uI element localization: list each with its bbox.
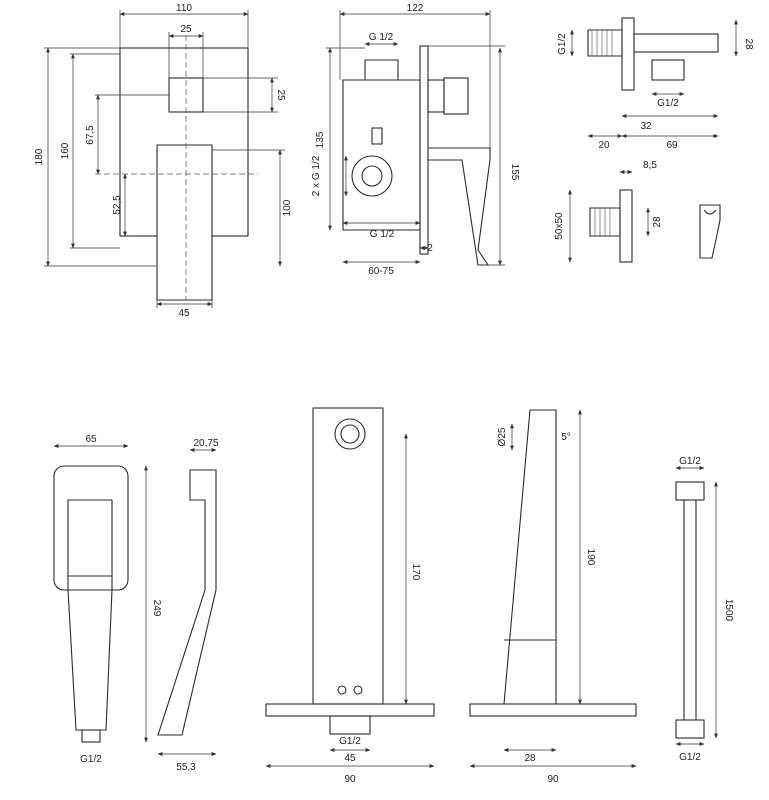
- label-135: 135: [315, 131, 326, 148]
- label-52-5: 52,5: [112, 195, 123, 215]
- label-160: 160: [60, 142, 71, 159]
- label-28-holder: 28: [652, 216, 663, 228]
- label-190: 190: [585, 549, 596, 566]
- label-20-75: 20,75: [193, 438, 218, 449]
- mixer-side-view: 122 G 1/2 135 2 x G 1/2 G 1/2 2 60-75 15…: [311, 3, 520, 277]
- label-65: 65: [85, 434, 97, 445]
- label-25-top: 25: [180, 24, 192, 35]
- label-1500: 1500: [723, 599, 734, 622]
- label-g12-arm: G1/2: [339, 736, 361, 747]
- label-69: 69: [666, 140, 678, 151]
- label-90-front: 90: [344, 774, 356, 785]
- lever-handle: [156, 144, 213, 301]
- label-g12-top: G 1/2: [369, 32, 394, 43]
- label-2xg12: 2 x G 1/2: [311, 155, 322, 196]
- lever-side: [427, 147, 491, 266]
- shower-arm-front: 170 G1/2 45 90: [265, 407, 435, 785]
- hose-nut-top: [675, 481, 705, 501]
- label-g12-bottom: G 1/2: [370, 229, 395, 240]
- diverter-knob-side: [443, 77, 469, 115]
- label-90-side: 90: [547, 774, 559, 785]
- label-67-5: 67,5: [85, 125, 96, 145]
- label-5deg: 5°: [561, 432, 571, 443]
- label-100: 100: [282, 199, 293, 216]
- wall-elbow-view: G1/2 28 G1/2 32 20 69: [557, 17, 754, 151]
- label-28-arm: 28: [524, 753, 536, 764]
- label-60-75: 60-75: [368, 266, 394, 277]
- label-28-elbow: 28: [743, 38, 754, 50]
- hand-shower-front: 65 249 G1/2: [53, 434, 162, 765]
- arm-side-profile: [503, 409, 557, 705]
- label-d25: Ø25: [497, 427, 508, 446]
- outlet-port: [351, 155, 393, 197]
- label-45-arm: 45: [344, 753, 356, 764]
- hand-shower-side: 20,75 55,3: [157, 438, 219, 773]
- label-g12-outlet: G1/2: [657, 98, 679, 109]
- holder-cradle: [699, 204, 721, 259]
- label-g12-hose-bottom: G1/2: [679, 752, 701, 763]
- label-170: 170: [410, 564, 421, 581]
- label-110: 110: [176, 3, 192, 14]
- hand-shower-body: [67, 499, 113, 731]
- shower-hose: G1/2 1500 G1/2: [675, 456, 734, 763]
- wall-plate: [419, 45, 429, 255]
- shower-arm-side: Ø25 5° 190 28 90: [469, 409, 637, 785]
- mixer-front-view: 110 25 25 180 160 67,5 52,5 100 45: [34, 3, 293, 319]
- label-50x50: 50x50: [554, 212, 565, 240]
- valve-body: [342, 79, 421, 231]
- label-122: 122: [407, 3, 424, 14]
- label-249: 249: [151, 600, 162, 617]
- label-45: 45: [178, 308, 190, 319]
- label-8-5: 8,5: [643, 160, 657, 171]
- label-g12-hose-top: G1/2: [679, 456, 701, 467]
- shower-holder-view: 8,5 50x50 28: [554, 160, 721, 263]
- label-g12-elbow: G1/2: [557, 33, 568, 55]
- label-155: 155: [509, 164, 520, 181]
- label-55-3: 55,3: [176, 762, 196, 773]
- label-g12-hand: G1/2: [80, 754, 102, 765]
- label-32: 32: [640, 121, 652, 132]
- label-2: 2: [427, 243, 433, 254]
- label-25-side: 25: [275, 89, 286, 101]
- label-180: 180: [34, 148, 45, 165]
- hose-nut-bottom: [675, 719, 705, 739]
- label-20: 20: [598, 140, 610, 151]
